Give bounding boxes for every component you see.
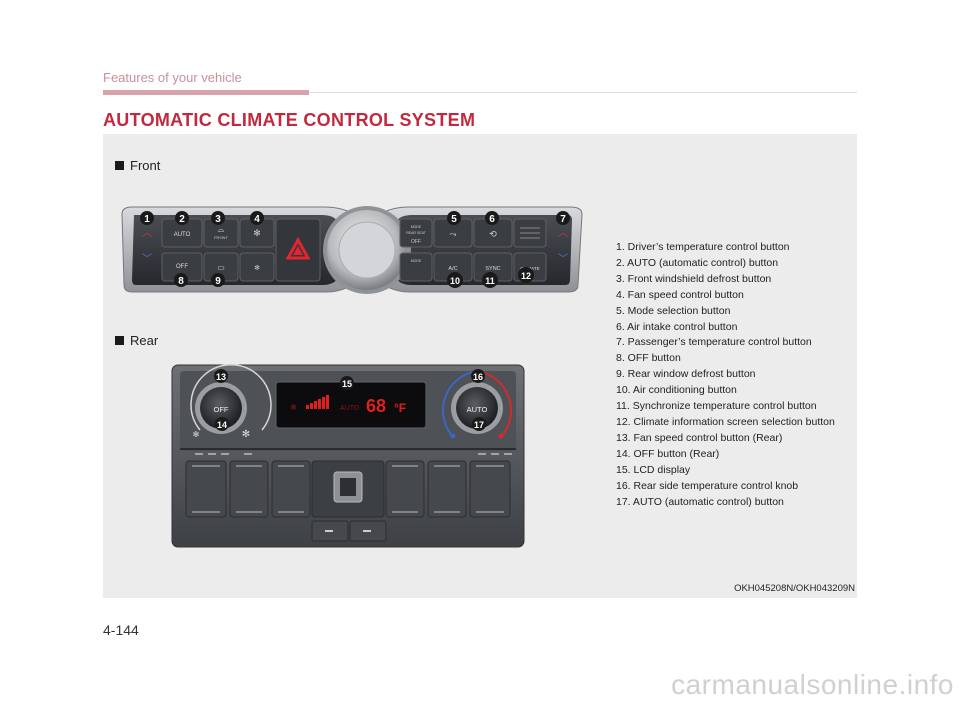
legend-item: 10. Air conditioning button — [616, 384, 737, 397]
callout-6: 6 — [489, 214, 495, 225]
image-code: OKH045208N/OKH043209N — [734, 583, 855, 594]
hazard-icon — [293, 246, 303, 255]
ac-label: A/C — [448, 266, 457, 272]
front-label-small: FRONT — [214, 235, 228, 240]
mode-button[interactable] — [399, 218, 433, 248]
legend-item: 17. AUTO (automatic control) button — [616, 495, 784, 508]
fan-small-icon: ✻ — [193, 430, 200, 439]
callout-3: 3 — [215, 214, 221, 225]
callout-13: 13 — [216, 372, 226, 382]
hazard-button[interactable] — [285, 236, 311, 260]
cold-dot — [450, 433, 456, 439]
legend-list: 1. Driver’s temperature control button 2… — [616, 240, 835, 510]
callout-9: 9 — [215, 276, 221, 287]
rear-defrost-icon: ▭ — [217, 263, 225, 272]
lcd-temp: 68 — [366, 396, 386, 416]
front-label: Front — [115, 158, 160, 173]
legend-item: 8. OFF button — [616, 352, 681, 365]
callout-1: 1 — [144, 214, 150, 225]
section-header: Features of your vehicle — [103, 70, 242, 85]
center-knob-cap — [338, 221, 396, 279]
hot-dot — [498, 433, 504, 439]
off-knob[interactable] — [200, 387, 242, 429]
auto-knob[interactable] — [456, 387, 498, 429]
callout-12: 12 — [521, 271, 531, 281]
driver-temp-up-icon[interactable]: ︿ — [142, 228, 152, 239]
callout-10: 10 — [450, 276, 460, 286]
callout-8: 8 — [178, 276, 184, 287]
fan-small-icon: ✻ — [254, 264, 260, 272]
fan-speed-down-button[interactable] — [239, 252, 275, 282]
callout-7: 7 — [560, 214, 566, 225]
legend-item: 14. OFF button (Rear) — [616, 447, 720, 460]
passenger-temp-down-icon[interactable]: ﹀ — [558, 253, 568, 265]
legend-item: 4. Fan speed control button — [616, 288, 744, 301]
driver-temp-down-icon[interactable]: ﹀ — [142, 253, 152, 265]
legend-item: 11. Synchronize temperature control butt… — [616, 400, 817, 413]
rear-center-inner — [340, 478, 356, 496]
legend-item: 5. Mode selection button — [616, 304, 731, 317]
legend-item: 7. Passenger’s temperature control butto… — [616, 336, 812, 349]
callout-5: 5 — [451, 214, 457, 225]
rear-off-label: OFF — [411, 239, 421, 245]
callout-17: 17 — [474, 420, 484, 430]
legend-item: 13. Fan speed control button (Rear) — [616, 431, 783, 444]
legend-item: 3. Front windshield defrost button — [616, 272, 772, 285]
auto-knob-label: AUTO — [467, 405, 488, 414]
bullet-square-icon — [115, 336, 124, 345]
legend-item: 12. Climate information screen selection… — [616, 415, 835, 428]
seat-mode-icon: ⤳ — [449, 229, 456, 239]
legend-item: 2. AUTO (automatic control) button — [616, 256, 779, 269]
off-button-label: OFF — [176, 264, 188, 270]
bullet-square-icon — [115, 161, 124, 170]
mode-rear-button[interactable] — [399, 252, 433, 282]
rear-button-highlights — [192, 465, 504, 513]
callout-16: 16 — [473, 372, 483, 382]
lcd-unit: °F — [394, 401, 406, 415]
rear-divider — [180, 448, 516, 450]
off-knob-label: OFF — [214, 405, 229, 414]
front-callouts: 1 2 3 4 5 6 7 8 9 10 11 12 — [140, 211, 570, 288]
legend-item: 6. Air intake control button — [616, 320, 738, 333]
rear-callouts: 13 14 15 16 17 — [214, 369, 486, 431]
callout-14: 14 — [217, 420, 227, 430]
lcd-mode-text: AUTO — [340, 405, 360, 412]
defrost-icon: ⌓ — [218, 225, 225, 234]
auto-button-label: AUTO — [174, 232, 191, 238]
fan-icon: ✻ — [253, 228, 261, 238]
rear-seat-label: REAR SEAT — [406, 231, 426, 235]
rear-label: Rear — [115, 333, 158, 348]
legend-item: 16. Rear side temperature control knob — [616, 479, 799, 492]
lcd-fan-icon: ✻ — [290, 403, 297, 412]
header-rule — [309, 92, 857, 93]
page-number: 4-144 — [103, 622, 139, 638]
fan-arc — [190, 364, 272, 431]
page-title: AUTOMATIC CLIMATE CONTROL SYSTEM — [103, 110, 476, 130]
recirculate-icon: ⟲ — [489, 229, 497, 239]
callout-4: 4 — [254, 214, 260, 225]
hot-arc — [476, 370, 512, 438]
mode-label: MODE — [411, 225, 422, 229]
watermark: carmanualsonline.info — [671, 669, 954, 700]
header-bar — [103, 90, 309, 95]
cold-arc — [442, 370, 478, 438]
legend-item: 1. Driver’s temperature control button — [616, 241, 790, 253]
fan-large-icon: ✻ — [242, 429, 250, 440]
callout-15: 15 — [342, 379, 352, 389]
passenger-temp-up-icon[interactable]: ︿ — [558, 228, 568, 239]
legend-item: 15. LCD display — [616, 463, 691, 476]
callout-2: 2 — [179, 214, 185, 225]
mode-rear-label: MODE — [411, 259, 422, 263]
lcd-fan-bars — [306, 395, 329, 409]
sync-label: SYNC — [485, 266, 500, 272]
rear-buttons[interactable] — [185, 460, 511, 518]
legend-item: 9. Rear window defrost button — [616, 368, 756, 381]
callout-11: 11 — [485, 276, 495, 286]
